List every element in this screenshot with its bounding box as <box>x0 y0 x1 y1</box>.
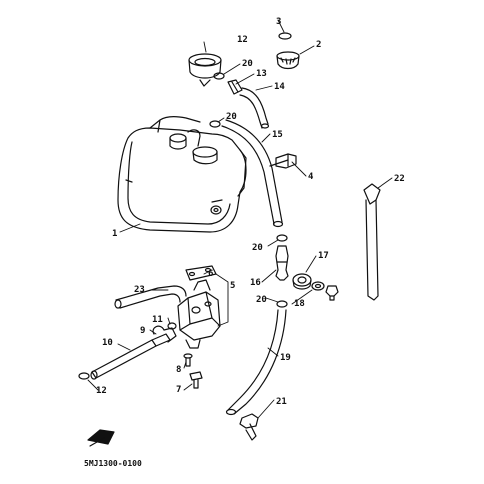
label-16: 16 <box>250 278 261 288</box>
bolt-21 <box>239 413 259 441</box>
label-4: 4 <box>308 172 314 182</box>
label-23: 23 <box>134 285 145 295</box>
label-20a: 20 <box>242 59 253 69</box>
label-12a: 12 <box>237 35 248 45</box>
clip-20-lower <box>276 300 288 308</box>
tank-cap <box>276 51 300 70</box>
label-13: 13 <box>256 69 267 79</box>
label-5: 5 <box>230 281 235 291</box>
label-10: 10 <box>102 338 113 348</box>
bolt-4 <box>269 153 297 169</box>
label-6: 6 <box>208 269 213 279</box>
label-20c: 20 <box>252 243 263 253</box>
label-11: 11 <box>152 315 163 325</box>
washer-18 <box>311 281 325 291</box>
label-17: 17 <box>318 251 329 261</box>
hose-22 <box>363 183 381 301</box>
packing-17 <box>292 273 312 290</box>
label-20b: 20 <box>226 112 237 122</box>
clip-20-nipple <box>276 234 288 242</box>
clip-20-mid <box>209 120 221 128</box>
pipe-23 <box>114 285 187 309</box>
label-21: 21 <box>276 397 287 407</box>
label-14: 14 <box>274 82 285 92</box>
hose-15 <box>221 119 284 228</box>
nipple-16 <box>275 245 289 281</box>
hose-14 <box>239 87 270 129</box>
gasket-3 <box>278 32 292 40</box>
label-20d: 20 <box>256 295 267 305</box>
hose-19 <box>225 309 287 416</box>
callouts: 12 3 2 20 13 14 20 15 4 1 22 20 17 16 20… <box>96 17 405 407</box>
label-19: 19 <box>280 353 291 363</box>
label-1: 1 <box>112 229 117 239</box>
fuel-cock-5 <box>177 279 221 349</box>
label-7: 7 <box>176 385 181 395</box>
label-2: 2 <box>316 40 321 50</box>
label-9: 9 <box>140 326 145 336</box>
label-18: 18 <box>294 299 305 309</box>
clip-12-lower <box>78 372 90 380</box>
screw-18 <box>325 285 339 301</box>
leader-lines <box>87 19 393 419</box>
lever-10 <box>90 327 177 380</box>
label-22: 22 <box>394 174 405 184</box>
screw-7 <box>189 371 203 389</box>
label-3: 3 <box>276 17 281 27</box>
o-ring-20-top <box>213 72 225 80</box>
front-arrow-icon <box>87 429 115 447</box>
spring-11 <box>167 322 177 330</box>
filler-ring <box>188 53 222 87</box>
label-15: 15 <box>272 130 283 140</box>
fuel-tank <box>117 116 247 233</box>
label-8: 8 <box>176 365 181 375</box>
elbow-joint-13 <box>227 79 243 95</box>
part-code: 5MJ1300-0100 <box>84 459 142 468</box>
label-12b: 12 <box>96 386 107 396</box>
